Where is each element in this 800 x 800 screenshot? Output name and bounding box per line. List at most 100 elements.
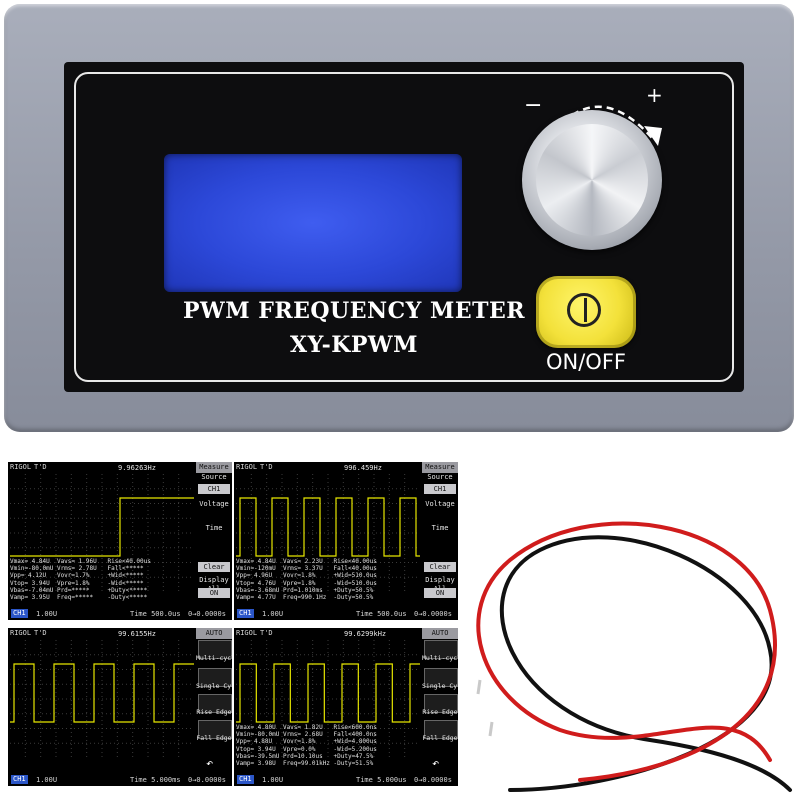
edge-mode-icon[interactable] bbox=[424, 694, 458, 713]
measurement-line: Vbas=-39.5mU Prd=10.10us +Duty=47.5% bbox=[236, 752, 374, 760]
menu-item[interactable]: Time bbox=[205, 524, 223, 532]
scope-brand: RIGOL bbox=[236, 463, 258, 471]
edge-mode-icon[interactable] bbox=[198, 640, 232, 659]
scope-bottom-bar: CH1 1.00U Time 500.0us 0→0.0000s bbox=[234, 608, 458, 620]
menu-title: Measure bbox=[196, 462, 232, 473]
waveform-area bbox=[10, 640, 194, 758]
measurement-line: Vtop= 3.94U Vpre=0.0% -Wid=5.200us bbox=[236, 745, 377, 753]
red-wire bbox=[476, 521, 777, 782]
edge-mode-icon[interactable] bbox=[424, 720, 458, 739]
menu-item[interactable]: Source bbox=[201, 473, 227, 481]
trigger-status: T'D bbox=[260, 629, 273, 637]
black-wire bbox=[500, 535, 792, 792]
scope-status-bar: RIGOL T'D 996.459Hz bbox=[234, 462, 420, 473]
measurement-line: Vmax= 4.84U Vavs= 2.23U Rise<40.00us bbox=[236, 558, 377, 565]
measurement-line: Vpp= 4.88U Vovr=1.8% +Wid=4.800us bbox=[236, 738, 377, 746]
menu-item[interactable]: Clear bbox=[198, 562, 230, 572]
oscilloscope-screen: RIGOL T'D 99.6299kHz Vmax= 4.80U Vavs= 1… bbox=[234, 628, 458, 786]
menu-title: Measure bbox=[422, 462, 458, 473]
menu-item[interactable]: Multi-cycle bbox=[196, 654, 232, 662]
scope-bottom-bar: CH1 1.00U Time 500.0us 0→0.0000s bbox=[8, 608, 232, 620]
measurement-line: Vmin=-120mU Vrms= 3.37U Fall<40.00us bbox=[236, 565, 377, 573]
timebase: Time 500.0us bbox=[356, 610, 407, 618]
menu-item[interactable]: Source bbox=[427, 473, 453, 481]
adjust-knob[interactable] bbox=[522, 110, 662, 250]
panel-frame bbox=[74, 72, 734, 382]
menu-item[interactable]: Clear bbox=[424, 562, 456, 572]
menu-item[interactable]: Multi-cycle bbox=[422, 654, 458, 662]
menu-item[interactable]: Rise Edge bbox=[196, 708, 232, 716]
power-button[interactable] bbox=[536, 276, 636, 348]
measurement-line: Vtop= 4.76U Vpre=1.8% -Wid=510.0us bbox=[236, 579, 377, 587]
oscilloscope-screen: RIGOL T'D 996.459Hz Vmax= 4.84U Vavs= 2.… bbox=[234, 462, 458, 620]
menu-item[interactable]: Time bbox=[431, 524, 449, 532]
measurement-line: Vamp= 4.77U Freq=990.1Hz -Duty=50.5% bbox=[236, 594, 374, 602]
menu-item[interactable]: Single Cycle bbox=[196, 682, 232, 690]
edge-mode-icon[interactable] bbox=[198, 694, 232, 713]
lcd-display bbox=[164, 154, 462, 292]
menu-item[interactable]: CH1 bbox=[424, 484, 456, 494]
scope-status-bar: RIGOL T'D 9.96263Hz bbox=[8, 462, 194, 473]
menu-item[interactable]: Rise Edge bbox=[422, 708, 458, 716]
measurement-line: Vamp= 3.95U Freq=***** -Duty<***** bbox=[10, 594, 148, 602]
edge-mode-icon[interactable] bbox=[424, 640, 458, 659]
power-label: ON/OFF bbox=[545, 350, 626, 374]
return-icon[interactable]: ↶ bbox=[206, 756, 214, 770]
measurement-line: Vpp= 4.12U Vovr=1.7% +Wid<***** bbox=[10, 572, 144, 580]
measurement-line: Vpp= 4.96U Vovr=1.8% +Wid=510.0us bbox=[236, 572, 377, 580]
product-title: PWM FREQUENCY METER bbox=[182, 298, 526, 324]
front-panel: PWM FREQUENCY METER XY-KPWM − + ON/OFF bbox=[64, 62, 744, 392]
channel-badge: CH1 bbox=[237, 775, 254, 784]
return-icon[interactable]: ↶ bbox=[432, 756, 440, 770]
edge-mode-icon[interactable] bbox=[424, 668, 458, 687]
frequency-readout: 99.6155Hz bbox=[118, 630, 156, 638]
menu-item[interactable]: Voltage bbox=[199, 500, 229, 508]
trigger-offset: 0→0.0000s bbox=[188, 776, 226, 784]
menu-item[interactable]: Single Cycle bbox=[422, 682, 458, 690]
channel-scale: 1.00U bbox=[36, 776, 58, 784]
knob-minus-label: − bbox=[524, 93, 542, 118]
menu-item[interactable]: Fall Edge bbox=[422, 734, 458, 742]
menu-item[interactable]: Voltage bbox=[425, 500, 455, 508]
scope-bottom-bar: CH1 1.00U Time 5.000us 0→0.0000s bbox=[234, 774, 458, 786]
black-wire-tip bbox=[488, 721, 494, 737]
measurement-line: Vamp= 3.98U Freq=99.01kHz -Duty=51.5% bbox=[236, 760, 374, 768]
measurement-line: Vbas=-7.04mU Prd=***** +Duty<***** bbox=[10, 586, 148, 594]
measurement-line: Vtop= 3.94U Vpre=1.8% -Wid<***** bbox=[10, 579, 144, 587]
model-name: XY-KPWM bbox=[290, 332, 418, 358]
timebase: Time 500.0us bbox=[130, 610, 181, 618]
menu-item[interactable]: ON bbox=[424, 588, 456, 598]
menu-item[interactable]: ON bbox=[198, 588, 230, 598]
channel-scale: 1.00U bbox=[262, 610, 284, 618]
waveform-area bbox=[10, 474, 194, 592]
waveform-area bbox=[236, 474, 420, 592]
scope-brand: RIGOL bbox=[10, 629, 32, 637]
scope-side-menu: AUTO Multi-cycle Single Cycle Rise Edge … bbox=[196, 628, 232, 774]
scope-side-menu: AUTO Multi-cycle Single Cycle Rise Edge … bbox=[422, 628, 458, 774]
scope-brand: RIGOL bbox=[236, 629, 258, 637]
menu-item[interactable]: Fall Edge bbox=[196, 734, 232, 742]
trigger-status: T'D bbox=[34, 629, 47, 637]
red-wire-tip bbox=[476, 679, 482, 695]
channel-badge: CH1 bbox=[11, 775, 28, 784]
menu-item[interactable]: CH1 bbox=[198, 484, 230, 494]
edge-mode-icon[interactable] bbox=[198, 668, 232, 687]
power-icon bbox=[567, 293, 601, 327]
knob-plus-label: + bbox=[646, 83, 663, 107]
trigger-offset: 0→0.0000s bbox=[414, 610, 452, 618]
channel-badge: CH1 bbox=[11, 609, 28, 618]
edge-mode-icon[interactable] bbox=[198, 720, 232, 739]
ch1-waveform bbox=[10, 663, 194, 723]
scope-status-bar: RIGOL T'D 99.6299kHz bbox=[234, 628, 420, 639]
frequency-readout: 996.459Hz bbox=[344, 464, 382, 472]
trigger-offset: 0→0.0000s bbox=[414, 776, 452, 784]
measurement-line: Vmax= 4.80U Vavs= 1.82U Rise<600.0ns bbox=[236, 724, 377, 731]
ch1-waveform bbox=[236, 497, 420, 557]
trigger-status: T'D bbox=[34, 463, 47, 471]
menu-title: AUTO bbox=[196, 628, 232, 639]
